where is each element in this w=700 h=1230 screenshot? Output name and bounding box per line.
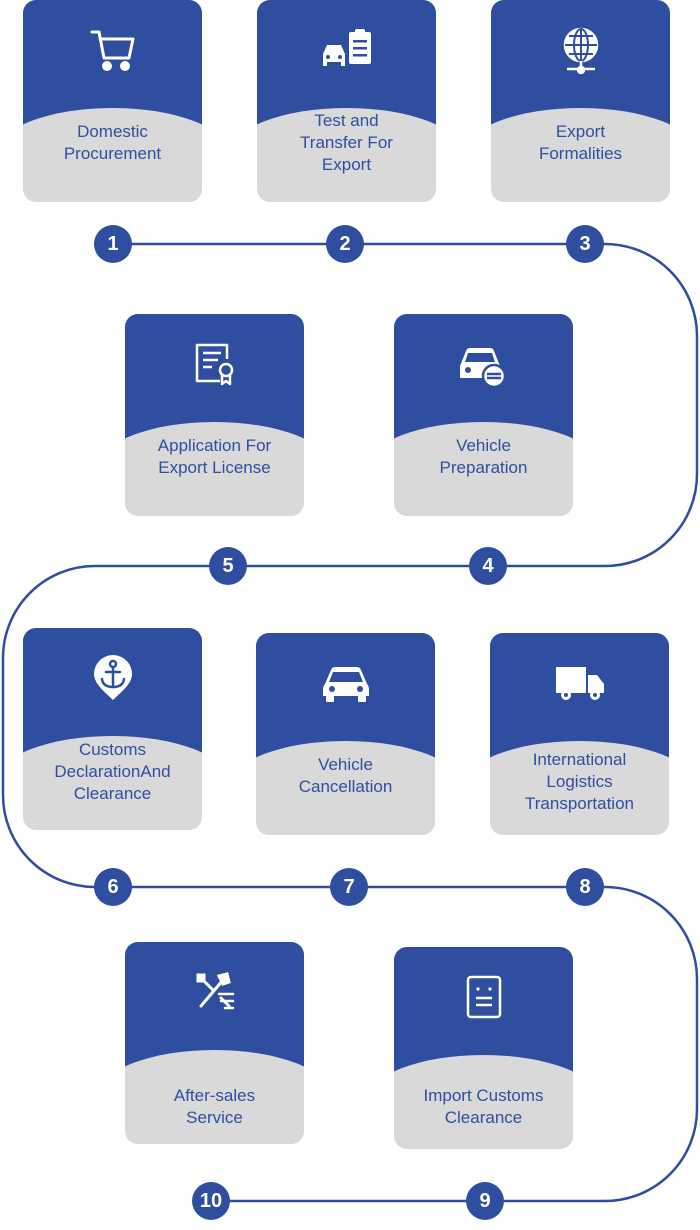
step-card-international-logistics: International Logistics Transportation	[490, 633, 669, 835]
step-label: Vehicle Cancellation	[298, 755, 393, 796]
step-card-domestic-procurement: Domestic Procurement	[23, 0, 202, 202]
car-icon	[256, 655, 435, 711]
step-card-after-sales-service: After-sales Service	[125, 942, 304, 1144]
car-settings-icon	[394, 336, 573, 392]
step-label: Vehicle Preparation	[439, 436, 528, 477]
step-number-8: 8	[566, 868, 604, 906]
step-card-import-customs-clearance: Import Customs Clearance	[394, 947, 573, 1149]
globe-network-icon	[491, 22, 670, 78]
step-label: Export Formalities	[538, 122, 623, 163]
step-label: International Logistics Transportation	[525, 750, 634, 813]
step-label: After-sales Service	[173, 1086, 256, 1127]
step-number-2: 2	[326, 225, 364, 263]
step-number-9: 9	[466, 1182, 504, 1220]
step-number-1: 1	[94, 225, 132, 263]
step-number-10: 10	[192, 1182, 230, 1220]
tools-icon	[125, 964, 304, 1020]
step-card-vehicle-preparation: Vehicle Preparation	[394, 314, 573, 516]
step-card-vehicle-cancellation: Vehicle Cancellation	[256, 633, 435, 835]
step-label: Customs DeclarationAnd Clearance	[54, 740, 171, 803]
step-label: Domestic Procurement	[63, 122, 162, 163]
step-label: Import Customs Clearance	[423, 1086, 544, 1127]
certificate-icon	[125, 336, 304, 392]
step-number-6: 6	[94, 868, 132, 906]
document-icon	[394, 969, 573, 1025]
step-number-5: 5	[209, 547, 247, 585]
step-number-4: 4	[469, 547, 507, 585]
step-card-export-license: Application For Export License	[125, 314, 304, 516]
car-checklist-icon	[257, 22, 436, 78]
step-label: Test and Transfer For Export	[300, 111, 393, 174]
truck-icon	[490, 655, 669, 711]
step-card-export-formalities: Export Formalities	[491, 0, 670, 202]
step-number-3: 3	[566, 225, 604, 263]
step-number-7: 7	[330, 868, 368, 906]
shopping-cart-icon	[23, 22, 202, 78]
step-card-customs-declaration: Customs DeclarationAnd Clearance	[23, 628, 202, 830]
step-card-test-and-transfer: Test and Transfer For Export	[257, 0, 436, 202]
step-label: Application For Export License	[157, 436, 272, 477]
anchor-pin-icon	[23, 650, 202, 706]
